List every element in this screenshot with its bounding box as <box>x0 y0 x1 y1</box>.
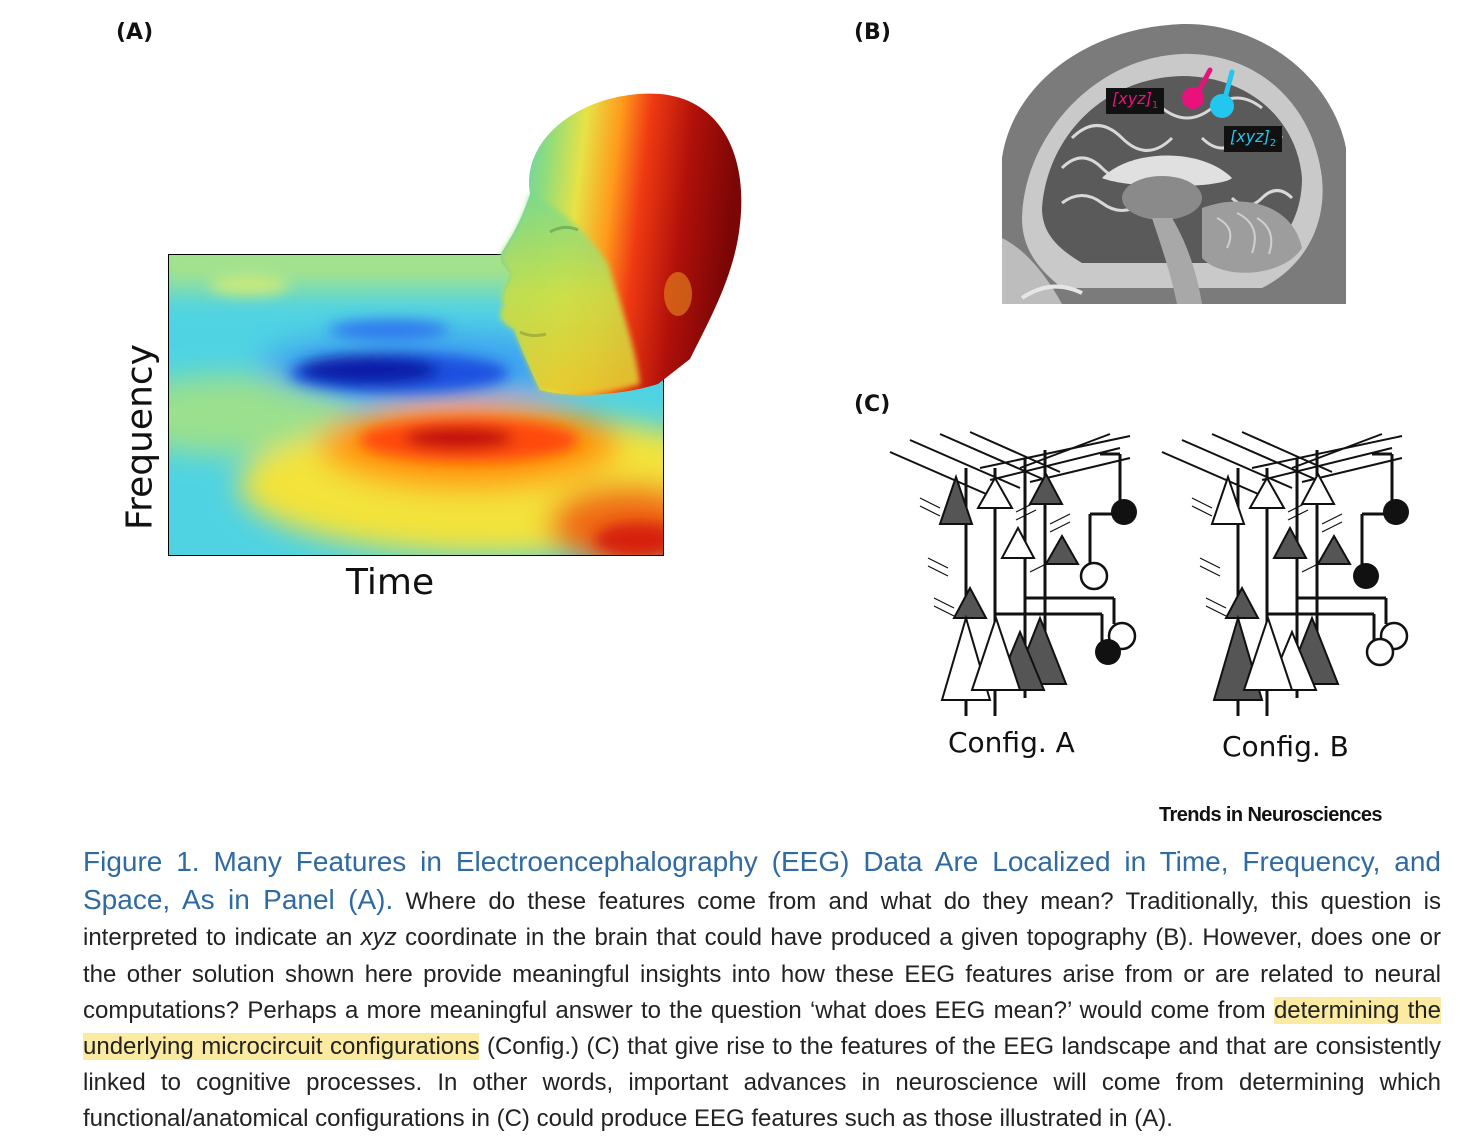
caption-text-1: Where do these features come from and wh… <box>83 888 1441 952</box>
figure-caption: Figure 1. Many Features in Electroenceph… <box>83 844 1441 1138</box>
microcircuit-diagrams <box>889 431 1409 716</box>
x-axis-label: Time <box>346 562 435 603</box>
caption-xyz: xyz <box>360 924 397 952</box>
panel-label-b: (B) <box>854 20 891 45</box>
config-a-circuit <box>889 431 1137 716</box>
panel-label-a: (A) <box>116 20 154 45</box>
config-b-label: Config. B <box>1222 730 1349 763</box>
config-b-circuit <box>1161 431 1409 716</box>
caption-text-3: (Config.) (C) that give rise to the feat… <box>83 1033 1441 1133</box>
panel-label-c: (C) <box>854 392 891 417</box>
dipole-markers <box>1182 67 1235 118</box>
config-a-label: Config. A <box>948 726 1075 759</box>
scalp-topography-head <box>500 93 742 395</box>
mri-sagittal-slice <box>1002 18 1346 304</box>
dipole-label-2: [xyz]2 <box>1224 126 1283 153</box>
y-axis-label: Frequency <box>119 344 161 530</box>
time-frequency-map <box>168 254 664 556</box>
caption-text-2: coordinate in the brain that could have … <box>83 924 1441 1024</box>
dipole-label-1: [xyz]1 <box>1106 88 1165 115</box>
journal-name: Trends in Neurosciences <box>1159 804 1383 826</box>
caption-title: Figure 1. Many Features in Electroenceph… <box>83 846 1441 916</box>
